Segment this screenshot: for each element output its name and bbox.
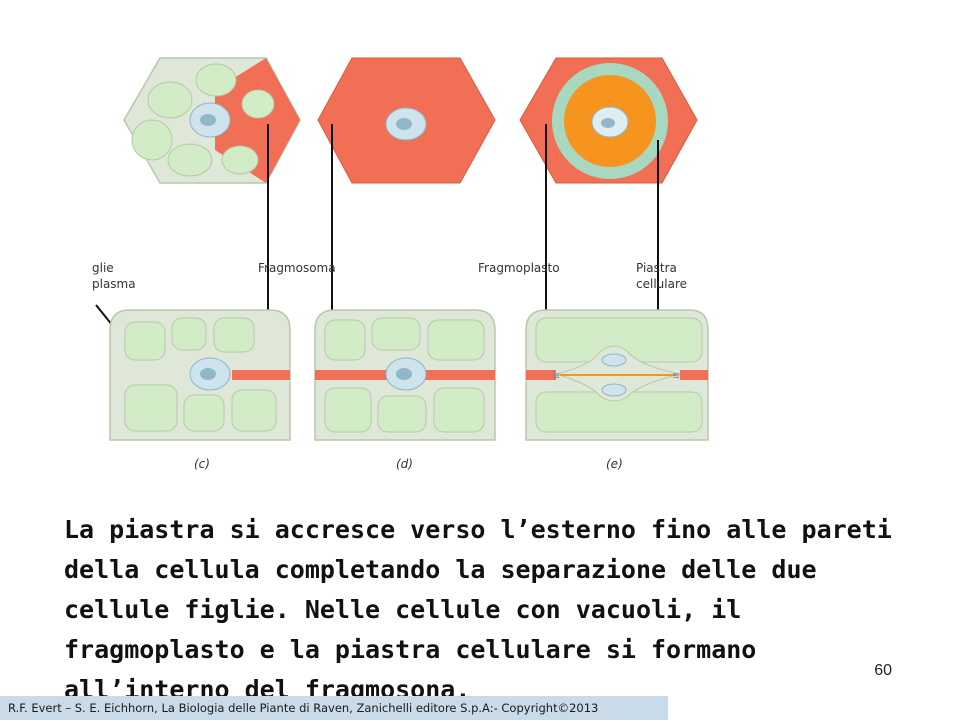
label-daughter-line1: glie [92, 261, 114, 275]
label-daughter-line2: plasma [92, 277, 136, 291]
cell-division-figure: glie plasma Fragmosoma Fragmoplasto Pias… [92, 57, 709, 471]
label-phragmoplast: Fragmoplasto [478, 261, 560, 275]
hexagon-cell-e [519, 57, 698, 184]
label-cell-plate-line2: cellulare [636, 277, 687, 291]
section-cell-c [109, 309, 291, 441]
hexagon-cell-c [123, 57, 301, 184]
panel-label-d: (d) [396, 457, 413, 471]
copyright-footer: R.F. Evert – S. E. Eichhorn, La Biologia… [0, 696, 668, 720]
page-number: 60 [874, 662, 892, 679]
svg-text:≋: ≋ [672, 371, 680, 382]
section-cell-d [314, 309, 496, 441]
hexagon-cell-d [317, 57, 496, 184]
label-phragmosome: Fragmosoma [258, 261, 336, 275]
svg-text:≋: ≋ [552, 371, 560, 382]
section-cell-e: ≋ ≋ [525, 309, 709, 441]
body-text: La piastra si accresce verso l’esterno f… [64, 515, 892, 704]
panel-label-c: (c) [194, 457, 210, 471]
panel-label-e: (e) [606, 457, 623, 471]
label-cell-plate-line1: Piastra [636, 261, 677, 275]
